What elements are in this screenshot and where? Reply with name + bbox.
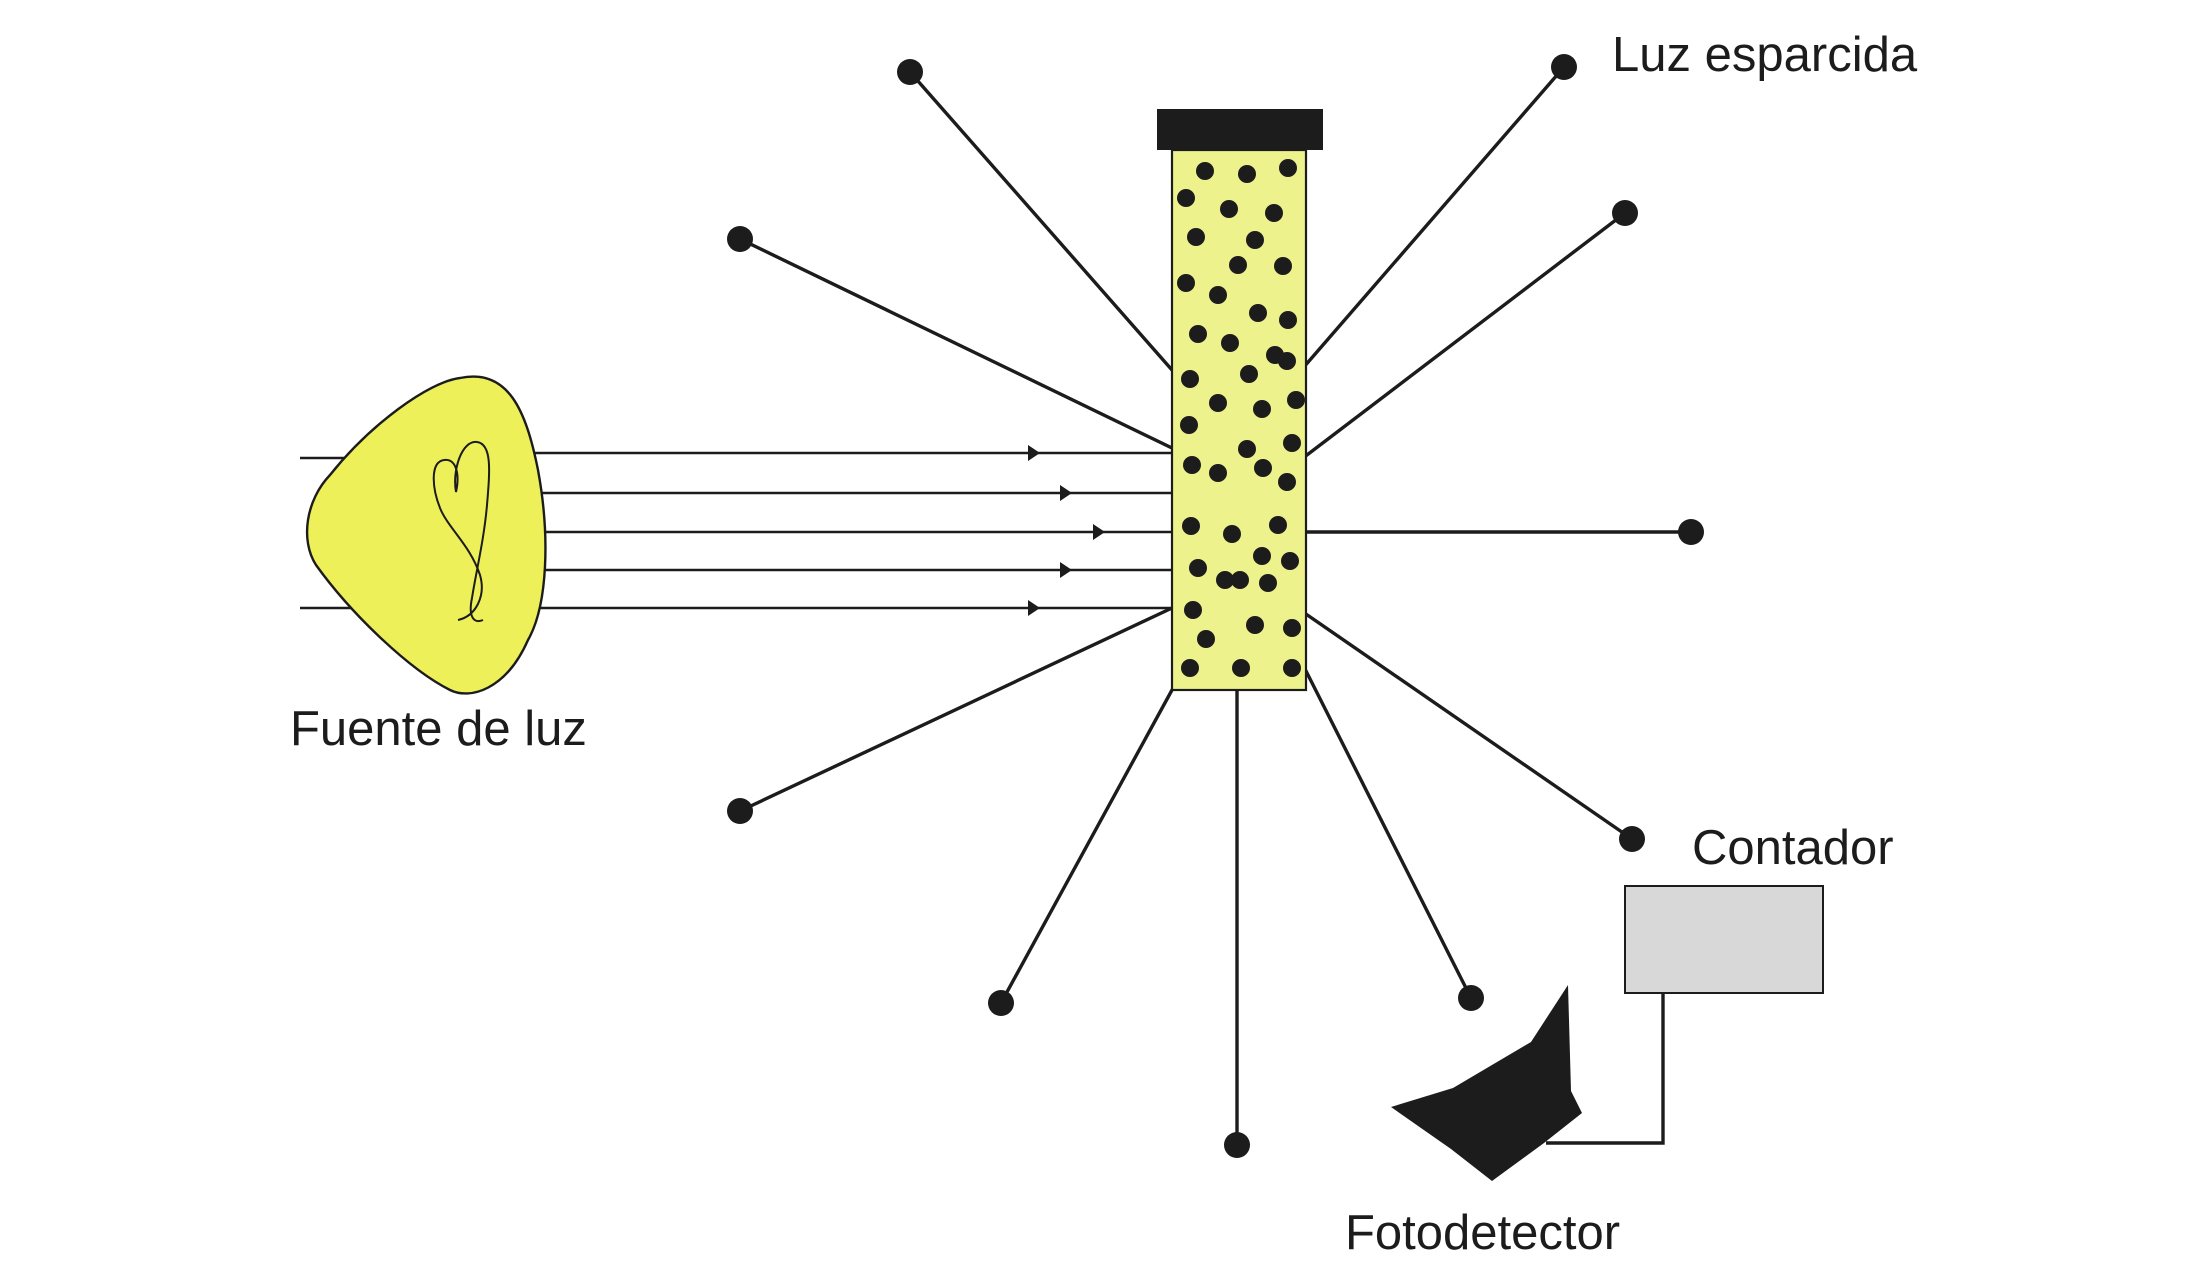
particle: [1269, 516, 1287, 534]
particle: [1283, 659, 1301, 677]
particle: [1232, 659, 1250, 677]
particle: [1209, 464, 1227, 482]
particle: [1184, 601, 1202, 619]
particle: [1187, 228, 1205, 246]
scatter-endpoint: [1678, 519, 1704, 545]
particle: [1221, 334, 1239, 352]
arrowhead-icon: [1060, 562, 1072, 578]
scatter-endpoint: [897, 59, 923, 85]
scatter-ray-up-right: [1301, 65, 1566, 370]
lamp-body: [305, 375, 547, 695]
particle: [1209, 394, 1227, 412]
photodetector-label: Fotodetector: [1345, 1206, 1621, 1260]
scatter-ray-right-upper: [1301, 211, 1627, 460]
sample-tube: [1157, 109, 1323, 692]
particle: [1283, 434, 1301, 452]
particle: [1240, 365, 1258, 383]
lamp-filament: [432, 440, 491, 622]
scatter-endpoint: [1551, 54, 1577, 80]
scatter-ray-left-upper: [738, 237, 1174, 450]
counter-box: [1624, 885, 1824, 994]
particle: [1259, 574, 1277, 592]
particle: [1253, 400, 1271, 418]
tube-cap: [1157, 109, 1323, 150]
particle: [1223, 525, 1241, 543]
particle: [1196, 162, 1214, 180]
arrowhead-icon: [1093, 524, 1105, 540]
scatter-endpoint: [1619, 826, 1645, 852]
particle: [1181, 659, 1199, 677]
detector-cable: [1546, 993, 1665, 1145]
particle: [1279, 159, 1297, 177]
particle: [1278, 473, 1296, 491]
scatter-ray-up-left: [908, 70, 1174, 372]
photodetector-icon: [1391, 985, 1582, 1181]
particle: [1246, 231, 1264, 249]
particle: [1279, 311, 1297, 329]
particle: [1229, 256, 1247, 274]
scatter-ray-left-lower: [738, 606, 1174, 813]
particle: [1216, 571, 1234, 589]
particle: [1238, 440, 1256, 458]
particle: [1253, 547, 1271, 565]
particle: [1189, 325, 1207, 343]
scatter-endpoint: [1224, 1132, 1250, 1158]
particle: [1283, 619, 1301, 637]
arrowhead-icon: [1028, 600, 1040, 616]
arrowhead-icon: [1060, 485, 1072, 501]
scatter-ray-right-lower: [1301, 610, 1634, 841]
particle: [1177, 274, 1195, 292]
particle: [1249, 304, 1267, 322]
counter-label: Contador: [1692, 821, 1894, 875]
particle: [1183, 456, 1201, 474]
scattered-light-rays: [738, 65, 1693, 1147]
particle: [1287, 391, 1305, 409]
particle: [1189, 559, 1207, 577]
particle: [1220, 200, 1238, 218]
particle: [1254, 459, 1272, 477]
light-source-label: Fuente de luz: [290, 702, 587, 756]
scatter-endpoint: [1458, 985, 1484, 1011]
particle: [1246, 616, 1264, 634]
particle: [1278, 352, 1296, 370]
scattered-light-label: Luz esparcida: [1612, 28, 1918, 82]
scatter-endpoint: [1612, 200, 1638, 226]
particle: [1181, 370, 1199, 388]
lamp-icon: [305, 375, 547, 695]
particles: [1177, 159, 1305, 677]
scatter-ray-down-left: [999, 688, 1174, 1005]
particle: [1177, 189, 1195, 207]
beam-arrowheads: [1028, 445, 1105, 616]
scatter-endpoint: [727, 226, 753, 252]
particle: [1231, 571, 1249, 589]
particle: [1281, 552, 1299, 570]
scattered-light-endpoints: [727, 54, 1704, 1158]
particle: [1182, 517, 1200, 535]
particle: [1197, 630, 1215, 648]
particle: [1209, 286, 1227, 304]
scatter-endpoint: [988, 990, 1014, 1016]
particle: [1274, 257, 1292, 275]
arrowhead-icon: [1028, 445, 1040, 461]
particle: [1180, 416, 1198, 434]
particle: [1265, 204, 1283, 222]
scatter-ray-down-right: [1301, 663, 1473, 1000]
scatter-endpoint: [727, 798, 753, 824]
particle: [1238, 165, 1256, 183]
